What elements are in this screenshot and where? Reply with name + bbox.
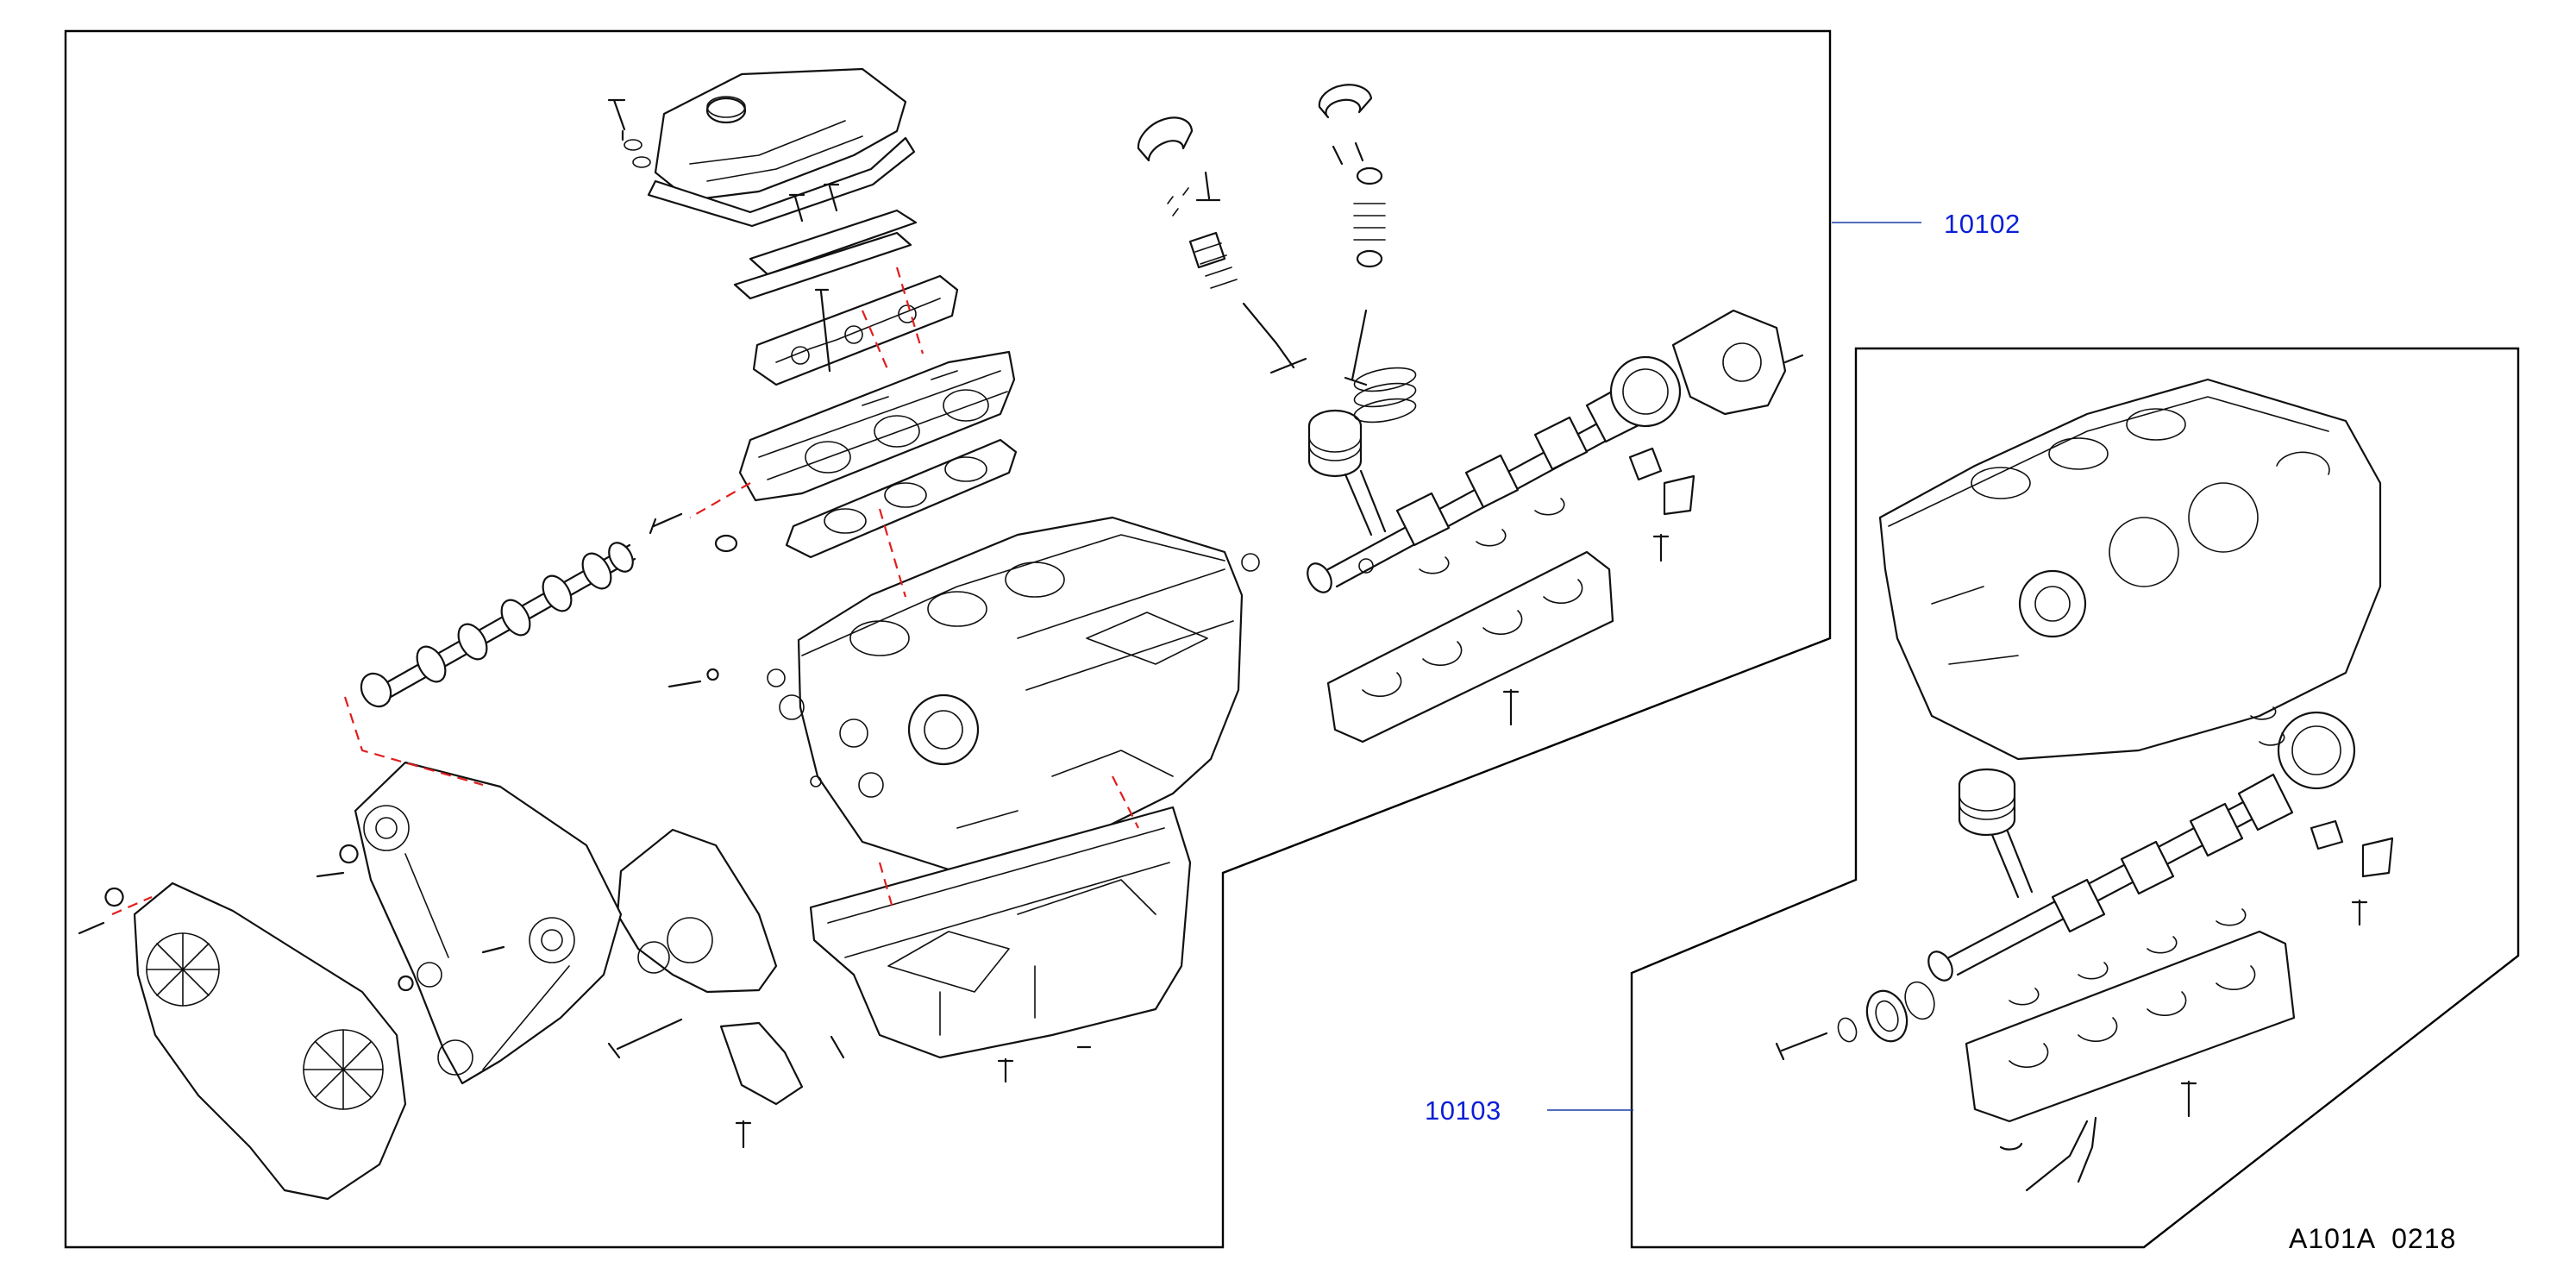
- engine-assembly-frame: [64, 29, 1832, 1249]
- short-block-frame: [1630, 347, 2520, 1249]
- camshaft: [378, 542, 636, 702]
- assembly-guide-lines: [111, 267, 1139, 916]
- short-block-cylinder-block: [1878, 378, 2382, 761]
- rocker-cover: [647, 67, 916, 228]
- cylinder-head: [738, 350, 1016, 502]
- valve-train: [1137, 84, 1386, 386]
- timing-cover: [133, 882, 407, 1201]
- cylinder-block: [797, 516, 1244, 871]
- short-block-parts: [1775, 378, 2394, 1192]
- timing-belt: [354, 761, 623, 1085]
- short-block-bearing-beam: [1965, 930, 2296, 1123]
- oil-pump: [616, 828, 778, 994]
- oil-pan: [809, 806, 1192, 1059]
- camshaft-carrier: [752, 274, 959, 386]
- piston: [1307, 367, 1417, 536]
- engine-assembly-parts: [78, 67, 1804, 1201]
- callout-10102[interactable]: 10102: [1944, 209, 2021, 239]
- callout-10103[interactable]: 10103: [1425, 1095, 1501, 1126]
- head-gasket: [785, 438, 1018, 559]
- main-bearing-beam: [1326, 550, 1614, 744]
- diagram-code: A101A 0218: [2289, 1223, 2457, 1254]
- crankshaft: [1307, 385, 1642, 593]
- short-block-crankshaft: [1927, 773, 2294, 982]
